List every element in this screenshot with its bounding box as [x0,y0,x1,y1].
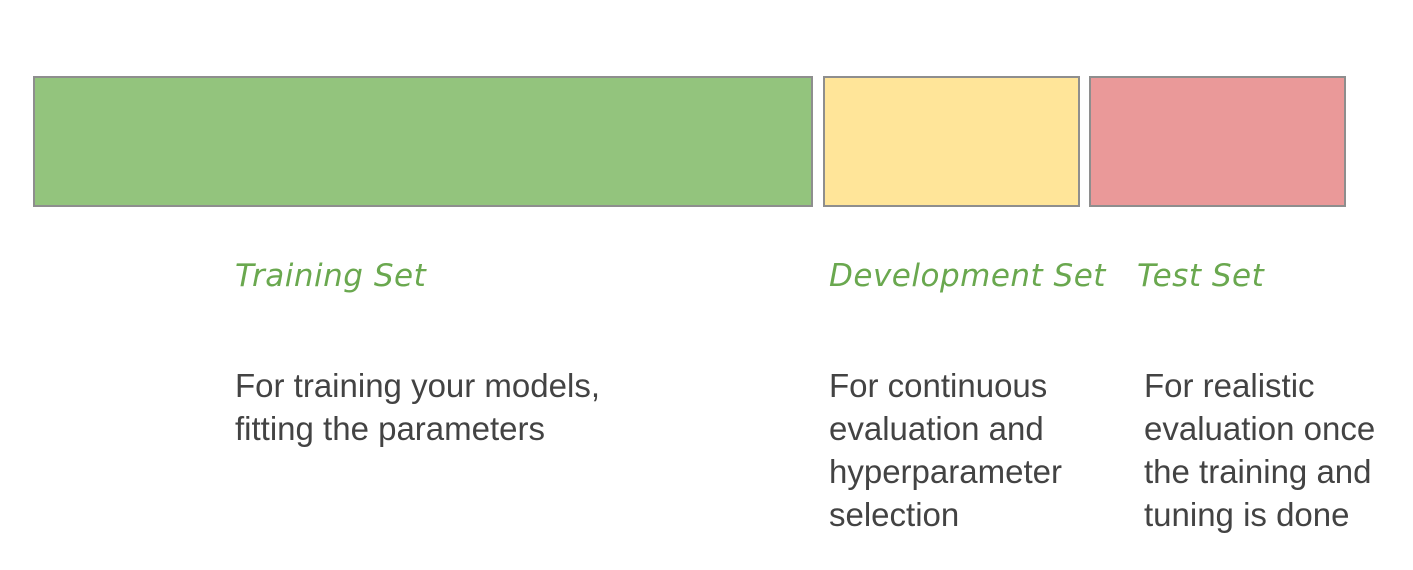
development-set-title: Development Set [829,258,1106,294]
test-set-title: Test Set [1137,258,1265,294]
development-set-description: For continuous evaluation and hyperparam… [829,364,1062,536]
description-line: For realistic [1144,367,1315,404]
description-line: selection [829,496,960,533]
test-set-bar [1089,76,1346,207]
development-set-bar [823,76,1080,207]
training-set-bar [33,76,813,207]
description-line: evaluation once [1144,410,1376,447]
description-line: fitting the parameters [235,410,545,447]
description-line: the training and [1144,453,1372,490]
description-line: tuning is done [1144,496,1350,533]
test-set-description: For realistic evaluation once the traini… [1144,364,1375,536]
description-line: hyperparameter [829,453,1062,490]
description-line: For continuous [829,367,1048,404]
training-set-title: Training Set [235,258,427,294]
training-set-description: For training your models, fitting the pa… [235,364,600,450]
description-line: evaluation and [829,410,1044,447]
description-line: For training your models, [235,367,600,404]
